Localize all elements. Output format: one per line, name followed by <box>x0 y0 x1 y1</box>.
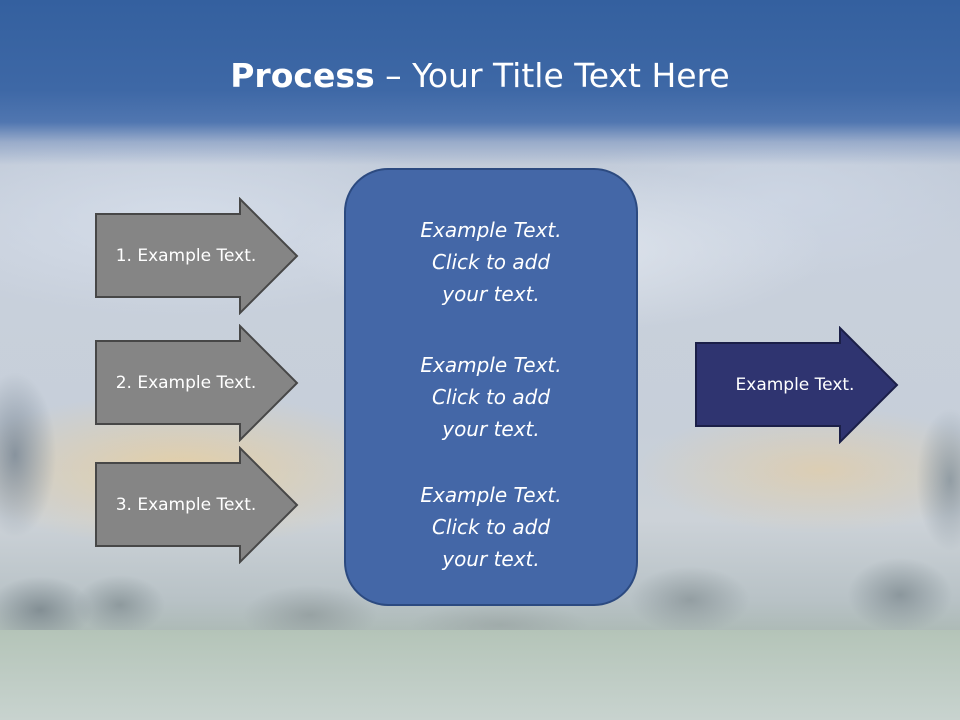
right-arrow-shape-icon <box>95 324 299 442</box>
panel-text-line: your text. <box>442 547 540 571</box>
slide-title[interactable]: Process – Your Title Text Here <box>0 52 960 100</box>
background-grass <box>0 630 960 720</box>
step-arrow-1[interactable]: 1. Example Text. <box>94 197 300 315</box>
step-label: 3. Example Text. <box>115 495 257 515</box>
right-arrow-shape-icon <box>95 197 299 315</box>
panel-text-line: Click to add <box>431 515 551 539</box>
panel-text-line: your text. <box>442 417 540 441</box>
step-arrow-2[interactable]: 2. Example Text. <box>94 324 300 442</box>
panel-text-block-1[interactable]: Example Text. Click to add your text. <box>346 214 636 310</box>
panel-text-line: Example Text. <box>420 353 562 377</box>
panel-text-line: Example Text. <box>420 218 562 242</box>
step-label: 1. Example Text. <box>115 246 257 266</box>
title-band <box>0 0 960 165</box>
panel-text-block-2[interactable]: Example Text. Click to add your text. <box>346 349 636 445</box>
panel-text-block-3[interactable]: Example Text. Click to add your text. <box>346 479 636 575</box>
panel-text-line: Click to add <box>431 250 551 274</box>
right-arrow-shape-icon <box>95 446 299 564</box>
slide-title-bold: Process <box>230 56 375 95</box>
result-label: Example Text. <box>735 375 855 395</box>
panel-text-line: your text. <box>442 282 540 306</box>
center-text-panel[interactable]: Example Text. Click to add your text. Ex… <box>344 168 638 606</box>
slide-title-rest: – Your Title Text Here <box>374 56 730 95</box>
panel-text-line: Example Text. <box>420 483 562 507</box>
step-label: 2. Example Text. <box>115 373 257 393</box>
right-arrow-shape-icon <box>695 326 899 444</box>
panel-text-line: Click to add <box>431 385 551 409</box>
step-arrow-3[interactable]: 3. Example Text. <box>94 446 300 564</box>
result-arrow[interactable]: Example Text. <box>694 326 900 444</box>
